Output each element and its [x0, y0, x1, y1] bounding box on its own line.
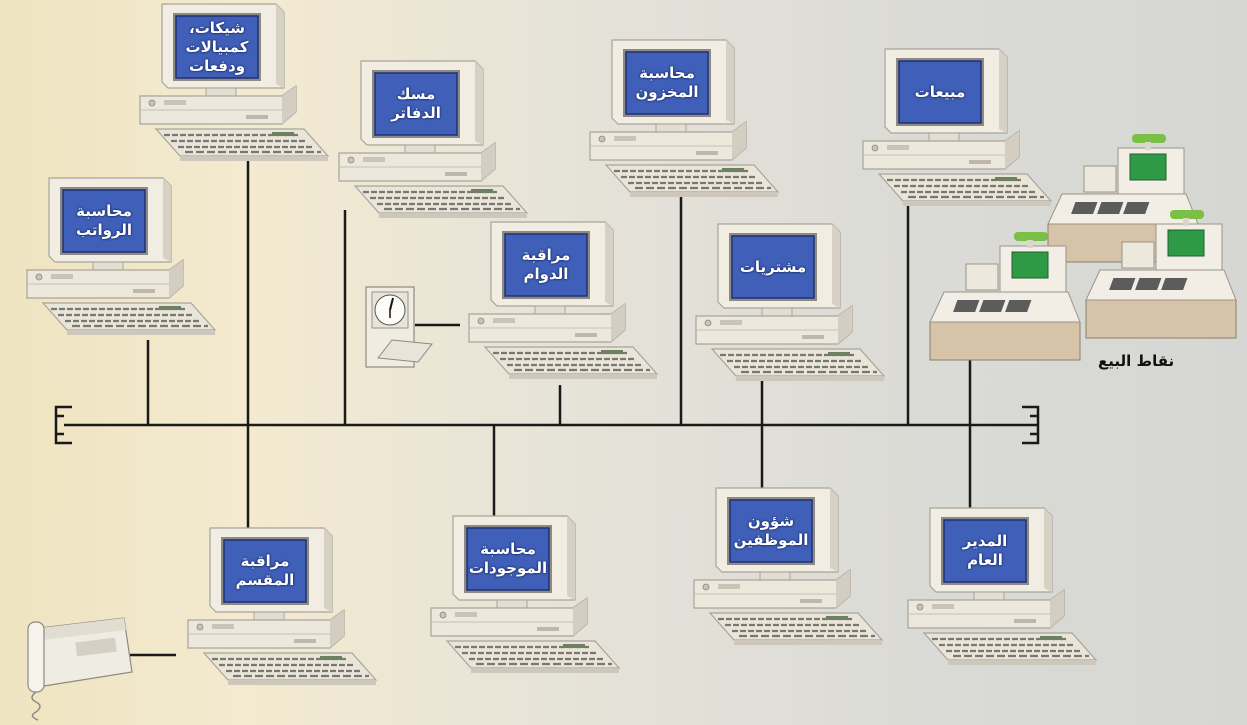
workstation-manager — [906, 506, 1098, 667]
workstation-personnel — [692, 486, 884, 647]
point-of-sale-label: نقاط البيع — [1098, 352, 1175, 370]
workstation-inventory — [588, 38, 780, 199]
workstation-assets — [429, 514, 621, 675]
time-clock-icon — [365, 286, 433, 368]
workstation-purchases — [694, 222, 886, 383]
cash-register-front — [929, 231, 1081, 361]
workstation-payroll — [25, 176, 217, 337]
workstation-sales — [861, 47, 1053, 208]
workstation-attendance — [467, 220, 659, 381]
network-cable — [54, 150, 1040, 657]
telephone-icon — [27, 617, 133, 721]
workstation-exchange — [186, 526, 378, 687]
workstation-bookkeeping — [337, 59, 529, 220]
workstation-networks — [138, 2, 330, 163]
